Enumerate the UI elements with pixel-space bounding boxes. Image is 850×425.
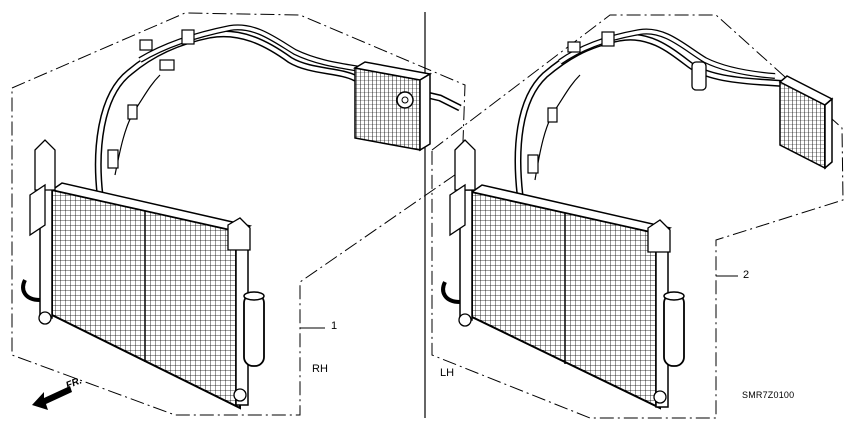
callout-part-1: 1: [331, 320, 338, 332]
rh-evaporator-core: [352, 61, 433, 152]
diagram-code: SMR7Z0100: [742, 390, 795, 400]
lh-condenser: [459, 184, 672, 410]
rh-kit-outline: [11, 12, 466, 416]
rh-receiver-dryer: [243, 291, 265, 367]
lh-assembly: [431, 14, 844, 419]
callout-part-2: 2: [743, 269, 750, 281]
front-direction-arrow-icon: [32, 386, 72, 410]
lh-evaporator-core: [778, 75, 834, 170]
lh-kit-outline: [431, 14, 844, 419]
lh-receiver-dryer: [663, 291, 685, 367]
side-label-lh: LH: [440, 367, 455, 379]
rh-assembly: [11, 12, 466, 416]
rh-condenser: [39, 182, 252, 410]
side-label-rh: RH: [312, 363, 328, 375]
